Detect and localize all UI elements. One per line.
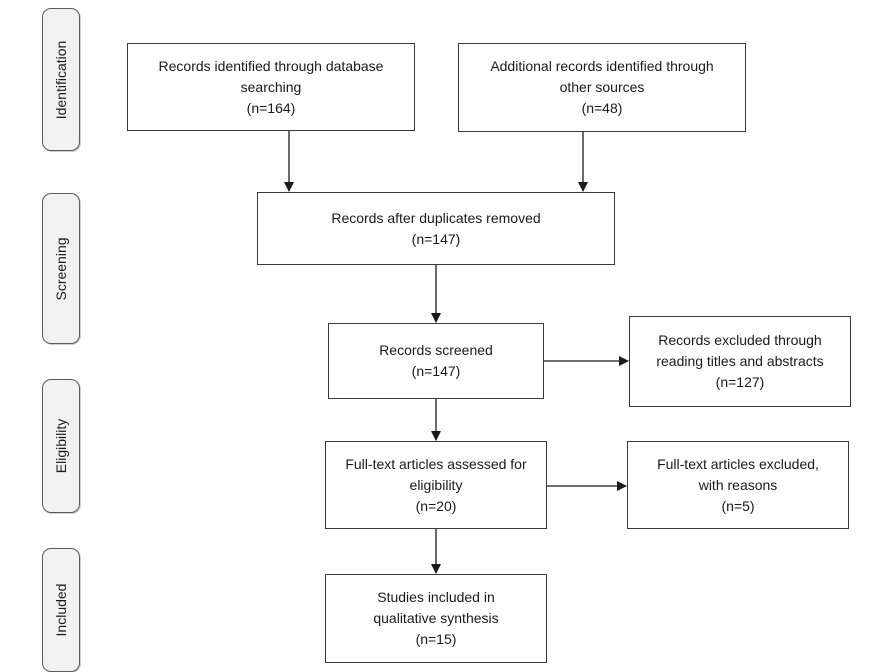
- records-screened-box: Records screened (n=147): [328, 323, 544, 399]
- box-text-line: Additional records identified through: [490, 58, 714, 74]
- box-text-line: other sources: [559, 79, 645, 95]
- box-text-line: Full-text articles excluded,: [657, 455, 819, 472]
- phase-eligibility: Eligibility: [42, 379, 80, 513]
- box-count: (n=5): [721, 497, 755, 514]
- phase-screening-label: Screening: [53, 236, 69, 301]
- box-count: (n=15): [415, 631, 457, 647]
- box-text-line: Records after duplicates removed: [331, 209, 541, 226]
- phase-included: Included: [42, 548, 80, 672]
- box-text-line: Full-text articles assessed for: [345, 455, 527, 472]
- studies-included-box: Studies included in qualitative synthesi…: [325, 574, 547, 663]
- fulltext-excluded-box: Full-text articles excluded, with reason…: [627, 441, 849, 529]
- phase-identification: Identification: [42, 8, 80, 151]
- box-text-line: reading titles and abstracts: [656, 353, 824, 369]
- box-text-line: Records excluded through: [658, 332, 822, 348]
- box-text-line: Records identified through database: [158, 57, 384, 74]
- excluded-titles-box: Records excluded through reading titles …: [629, 316, 851, 407]
- after-duplicates-box: Records after duplicates removed (n=147): [257, 192, 615, 265]
- box-text-line: searching: [240, 78, 302, 95]
- other-sources-box: Additional records identified through ot…: [458, 43, 746, 132]
- phase-included-label: Included: [53, 583, 69, 637]
- phase-screening: Screening: [42, 193, 80, 344]
- box-count: (n=127): [715, 374, 765, 390]
- database-records-box: Records identified through database sear…: [127, 43, 415, 131]
- phase-eligibility-label: Eligibility: [53, 418, 69, 474]
- phase-identification-label: Identification: [53, 40, 69, 119]
- box-count: (n=48): [581, 100, 623, 116]
- box-text-line: qualitative synthesis: [373, 610, 499, 626]
- box-count: (n=147): [411, 363, 461, 379]
- box-count: (n=164): [246, 99, 296, 116]
- box-count: (n=20): [415, 497, 457, 514]
- box-text-line: Records screened: [379, 342, 493, 358]
- box-text-line: Studies included in: [377, 589, 495, 605]
- box-count: (n=147): [411, 230, 461, 247]
- fulltext-assessed-box: Full-text articles assessed for eligibil…: [325, 441, 547, 529]
- box-text-line: eligibility: [409, 476, 463, 493]
- box-text-line: with reasons: [698, 476, 778, 493]
